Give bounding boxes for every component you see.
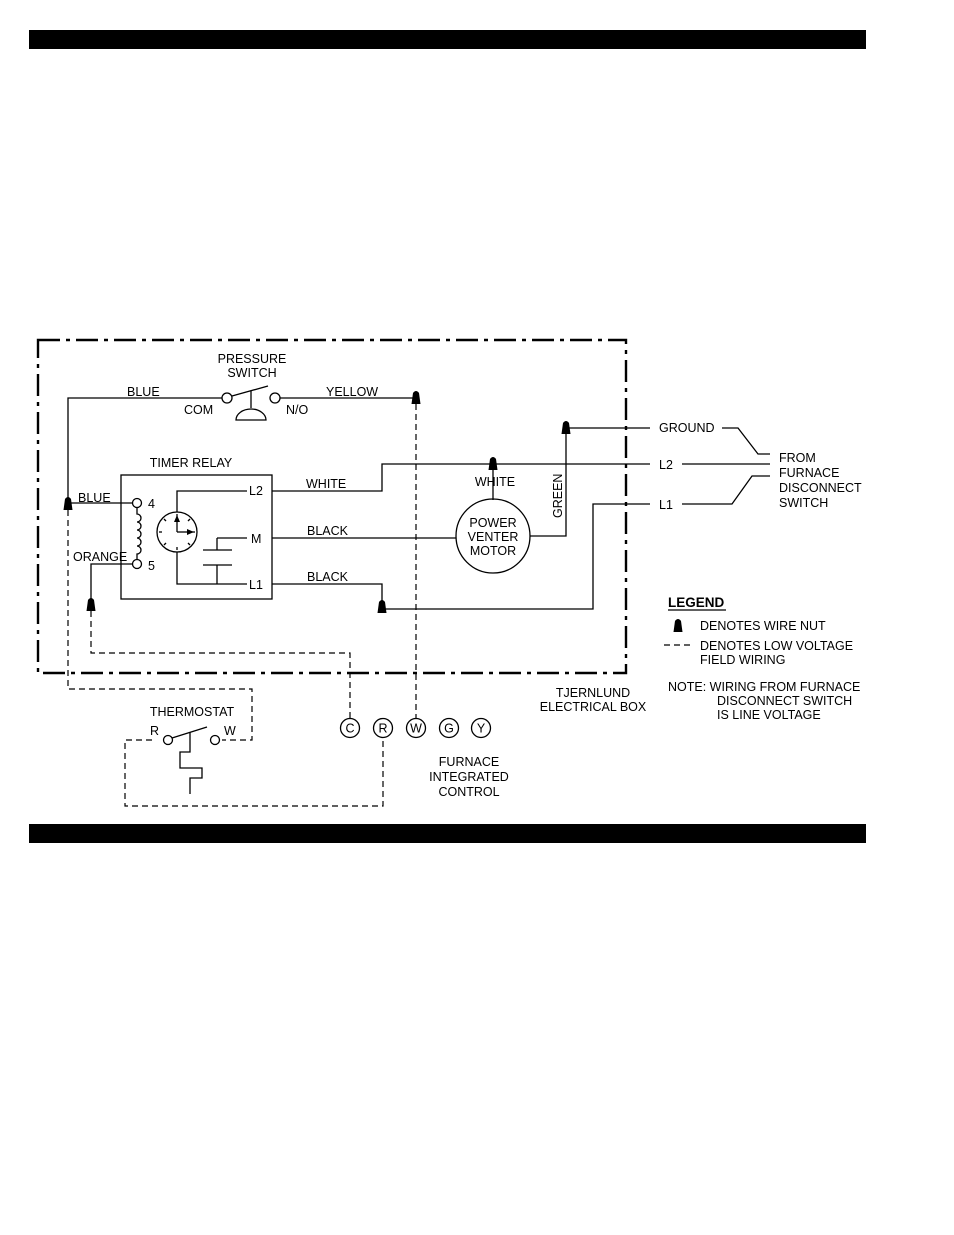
pressure-switch-diaphragm (235, 408, 267, 421)
motor-label-1: POWER (469, 516, 516, 530)
legend-wire-nut-symbol (673, 619, 683, 632)
thermostat-w-terminal (209, 734, 221, 746)
motor-label-2: VENTER (468, 530, 519, 544)
legend-dash-text-2: FIELD WIRING (700, 653, 785, 667)
ground-leader (722, 427, 770, 455)
furnace-terminal-g (438, 717, 460, 739)
wire-nut-ground (561, 421, 571, 434)
furnace-control-label-2: INTEGRATED (429, 770, 509, 784)
timer-relay: TIMER RELAY 4 5 L2 M L1 (120, 456, 273, 600)
relay-internal-l1 (176, 552, 247, 585)
pressure-switch-label-1: PRESSURE (218, 352, 287, 366)
field-wire-orange-to-c (90, 611, 351, 719)
blue-wire-left-label: BLUE (78, 491, 111, 505)
yellow-wire-label: YELLOW (326, 385, 378, 399)
from-furnace-line2: FURNACE (779, 466, 839, 480)
furnace-terminal-w-label: W (410, 722, 422, 736)
relay-terminal-l1-label: L1 (249, 578, 263, 592)
relay-terminal-l2-label: L2 (249, 484, 263, 498)
ground-label: GROUND (659, 421, 715, 435)
wire-nut-white (488, 457, 498, 470)
from-furnace-line4: SWITCH (779, 496, 828, 510)
legend-note-1: NOTE: WIRING FROM FURNACE (668, 680, 860, 694)
wire-nuts (63, 391, 571, 613)
thermostat-r-label: R (150, 724, 159, 738)
top-header-bar (29, 30, 866, 49)
pressure-switch: PRESSURE SWITCH COM N/O (184, 352, 309, 421)
thermostat-bimetal (179, 732, 203, 794)
orange-wire-label: ORANGE (73, 550, 127, 564)
furnace-terminal-g-label: G (444, 722, 454, 736)
relay-dial-arrow-right (187, 529, 194, 535)
pressure-switch-label-2: SWITCH (227, 366, 276, 380)
timer-relay-body (120, 474, 273, 600)
orange-wire (90, 563, 132, 605)
furnace-terminal-r (372, 717, 394, 739)
legend-wire-nut-text: DENOTES WIRE NUT (700, 619, 826, 633)
box-label-line2: ELECTRICAL BOX (540, 700, 647, 714)
legend-dash-text-1: DENOTES LOW VOLTAGE (700, 639, 853, 653)
power-venter-motor: POWER VENTER MOTOR (455, 498, 531, 574)
relay-terminal-4 (131, 497, 143, 509)
black-wire-l1 (272, 503, 626, 610)
white-wire-relay-label: WHITE (306, 477, 346, 491)
wire-nut-yellow (411, 391, 421, 404)
wire-nut-orange (86, 598, 96, 611)
relay-terminal-5-label: 5 (148, 559, 155, 573)
blue-wire-top-label: BLUE (127, 385, 160, 399)
relay-terminal-5 (131, 558, 143, 570)
from-furnace-line1: FROM (779, 451, 816, 465)
furnace-terminal-c-label: C (345, 722, 354, 736)
wire-nut-blue (63, 497, 73, 510)
pressure-switch-no-label: N/O (286, 403, 309, 417)
wire-nut-black-l1 (377, 600, 387, 613)
green-wire-label: GREEN (551, 474, 565, 518)
legend-note-3: IS LINE VOLTAGE (717, 708, 821, 722)
l1-leader (682, 475, 770, 505)
blue-wire-top (67, 397, 222, 500)
pressure-switch-no-terminal (269, 392, 281, 404)
timer-relay-title: TIMER RELAY (150, 456, 233, 470)
black-wire-l1-label: BLACK (307, 570, 349, 584)
furnace-control-label-3: CONTROL (438, 785, 499, 799)
relay-terminal-4-label: 4 (148, 497, 155, 511)
furnace-terminal-w (405, 717, 427, 739)
pressure-switch-com-label: COM (184, 403, 213, 417)
pressure-switch-contact-arm (231, 385, 269, 397)
white-wire-relay (272, 463, 626, 492)
furnace-terminal-c (339, 717, 361, 739)
legend-note-2: DISCONNECT SWITCH (717, 694, 852, 708)
thermostat-w-label: W (224, 724, 236, 738)
box-label-line1: TJERNLUND (556, 686, 630, 700)
relay-coil (136, 508, 142, 560)
l2-label: L2 (659, 458, 673, 472)
bottom-footer-bar (29, 824, 866, 843)
motor-label-3: MOTOR (470, 544, 516, 558)
furnace-control-label-1: FURNACE (439, 755, 499, 769)
furnace-terminal-r-label: R (378, 722, 387, 736)
relay-terminal-m-label: M (251, 532, 261, 546)
thermostat-title: THERMOSTAT (150, 705, 235, 719)
black-wire-m-label: BLACK (307, 524, 349, 538)
electrical-box-outline (36, 338, 628, 675)
white-wire-motor-label: WHITE (475, 475, 515, 489)
relay-dial-arrow-up (174, 515, 180, 522)
field-wire-blue-to-thermostat-w (67, 510, 253, 741)
thermostat: THERMOSTAT R W (150, 705, 236, 794)
from-furnace-line3: DISCONNECT (779, 481, 862, 495)
green-wire (530, 427, 626, 537)
thermostat-r-terminal (162, 734, 174, 746)
field-wire-thermostat-r-to-r (124, 738, 384, 807)
furnace-terminal-y (470, 717, 492, 739)
legend-title: LEGEND (668, 595, 725, 610)
legend: LEGEND DENOTES WIRE NUT DENOTES LOW VOLT… (664, 595, 860, 722)
furnace-control-terminals: C R W G Y FURNACE INTEGRATED CONTROL (339, 717, 509, 799)
furnace-terminal-y-label: Y (477, 722, 486, 736)
pressure-switch-com-terminal (221, 392, 233, 404)
relay-internal-l2 (176, 490, 247, 512)
l1-label: L1 (659, 498, 673, 512)
